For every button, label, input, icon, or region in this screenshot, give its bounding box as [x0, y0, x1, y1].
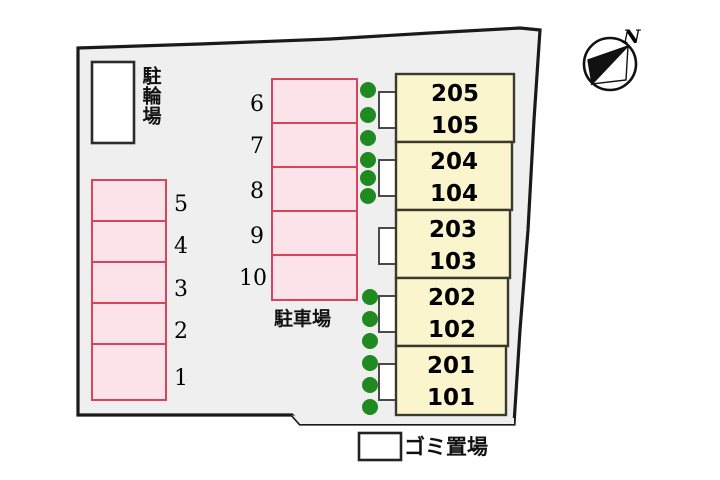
parking-stall-9	[271, 210, 358, 256]
shrub-row	[360, 82, 378, 415]
shrub-dot	[362, 377, 378, 393]
building-unit-201-101	[394, 344, 508, 417]
unit-label-205: 205	[430, 81, 479, 107]
compass-rose	[582, 36, 638, 92]
unit-label-103: 103	[428, 249, 477, 275]
shrub-dot	[362, 399, 378, 415]
parking-stall-7	[271, 122, 358, 168]
shrub-dot	[362, 311, 378, 327]
parking-stall-5	[91, 179, 167, 222]
unit-label-102: 102	[427, 317, 476, 343]
stall-label-7: 7	[250, 134, 264, 159]
legend-garbage-label: ゴミ置場	[404, 435, 488, 459]
shrub-dot	[362, 289, 378, 305]
parking-stall-10	[271, 254, 358, 301]
parking-block-left	[91, 179, 167, 401]
compass-needle-outline	[587, 44, 629, 86]
stall-label-4: 4	[174, 234, 188, 259]
stall-label-1: 1	[174, 366, 188, 391]
bicycle-parking-box	[90, 60, 136, 145]
shrub-dot	[360, 130, 376, 146]
stall-label-9: 9	[250, 224, 264, 249]
car-parking-label: 駐車場	[274, 308, 332, 330]
stall-label-3: 3	[174, 277, 188, 302]
shrub-dot	[360, 82, 376, 98]
parking-stall-1	[91, 343, 167, 401]
legend-garbage-box	[357, 431, 403, 462]
compass-north-label: N	[623, 26, 641, 48]
unit-label-105: 105	[430, 113, 479, 139]
shrub-dot	[362, 355, 378, 371]
lot-lower-shade	[292, 415, 514, 424]
shrub-dot	[360, 152, 376, 168]
stall-label-8: 8	[250, 179, 264, 204]
parking-block-middle	[271, 78, 358, 301]
shrub-dot	[360, 107, 376, 123]
building-unit-204-104	[394, 140, 514, 212]
parking-stall-3	[91, 261, 167, 304]
shrub-dot	[362, 333, 378, 349]
stall-label-2: 2	[174, 319, 188, 344]
unit-label-203: 203	[428, 217, 477, 243]
unit-label-201: 201	[426, 353, 475, 379]
bicycle-parking-label: 駐輪場	[139, 66, 162, 126]
shrub-dot	[360, 188, 376, 204]
parking-stall-8	[271, 166, 358, 212]
building-unit-203-103	[394, 208, 512, 280]
building-unit-202-102	[394, 276, 510, 348]
unit-label-204: 204	[429, 149, 478, 175]
parking-stall-2	[91, 302, 167, 345]
apartment-building	[394, 72, 516, 417]
stall-label-5: 5	[174, 192, 188, 217]
stall-label-10: 10	[239, 266, 267, 291]
parking-stall-4	[91, 220, 167, 263]
stall-label-6: 6	[250, 92, 264, 117]
unit-label-202: 202	[427, 285, 476, 311]
unit-label-101: 101	[426, 385, 475, 411]
shrub-dot	[360, 170, 376, 186]
parking-stall-6	[271, 78, 358, 124]
unit-label-104: 104	[429, 181, 478, 207]
